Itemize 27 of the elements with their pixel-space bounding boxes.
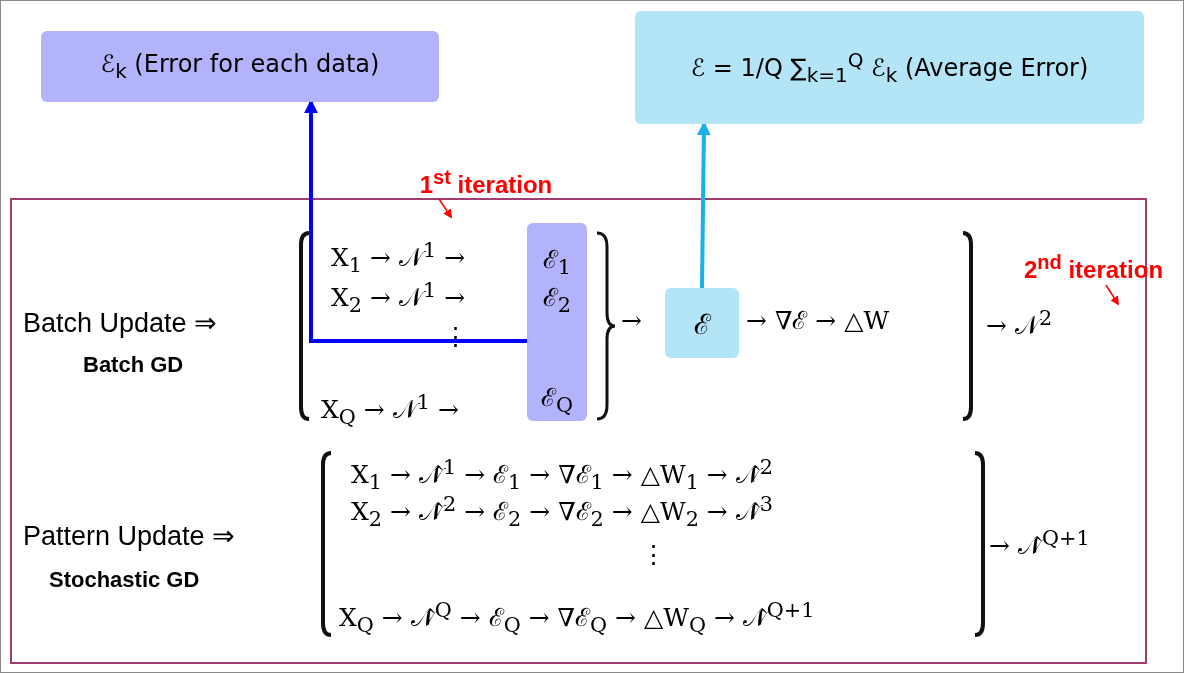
equation-row: X$_{Q}$ → 𝒩̂$^{Q}$ → ℰ$_{Q}$ → ∇ℰ$_{Q}$ → △W$_{Q}$ → 𝒩̂$^{Q+1}$	[339, 599, 815, 638]
update-label: Batch Update ⇒	[23, 309, 218, 339]
equation-row: X$_{2}$ → 𝒩̂$^{2}$ → ℰ$_{2}$ → ∇ℰ$_{2}$ → △W$_{2}$ → 𝒩̂$^{3}$	[351, 493, 773, 532]
formula-text: ℰ = 1/Q ∑$_{k=1}$$^{Q}$ ℰ$_{k}$ (Average Error)	[690, 48, 1089, 87]
equation-row: X$_{Q}$ → 𝒩$^{1}$ →	[321, 391, 459, 430]
method-label: Batch GD	[83, 353, 184, 378]
error-box	[41, 31, 439, 102]
equation-text: → 𝒩$^{2}$	[986, 307, 1053, 340]
equation-row: X$_{1}$ → 𝒩$^{1}$ →	[331, 239, 466, 278]
formula-text: ℰ	[693, 307, 711, 342]
iteration-label-text: 1$^{st}$ iteration	[419, 165, 553, 199]
formula-text: ℰ$_{k}$ (Error for each data)	[100, 50, 380, 83]
error-term: ℰ$_{2}$	[542, 282, 572, 317]
ellipsis: ⋮	[443, 323, 468, 351]
method-label: Stochastic GD	[49, 568, 200, 593]
equation-row: X$_{1}$ → 𝒩̂$^{1}$ → ℰ$_{1}$ → ∇ℰ$_{1}$ → △W$_{1}$ → 𝒩̂$^{2}$	[351, 456, 773, 495]
average-error-box	[635, 11, 1144, 124]
average-error-highlight	[665, 288, 739, 358]
arrow-symbol: →	[621, 307, 642, 335]
ellipsis: ⋮	[641, 541, 666, 569]
update-label: Pattern Update ⇒	[23, 522, 236, 552]
error-term: ℰ$_{1}$	[542, 244, 572, 279]
equation-text: → 𝒩̂$^{Q+1}$	[989, 527, 1090, 560]
error-term: ℰ$_{Q}$	[540, 382, 574, 417]
error-column-highlight	[527, 223, 587, 421]
equation-text: → ∇ℰ → △W	[746, 307, 890, 335]
equation-row: X$_{2}$ → 𝒩$^{1}$ →	[331, 279, 466, 318]
